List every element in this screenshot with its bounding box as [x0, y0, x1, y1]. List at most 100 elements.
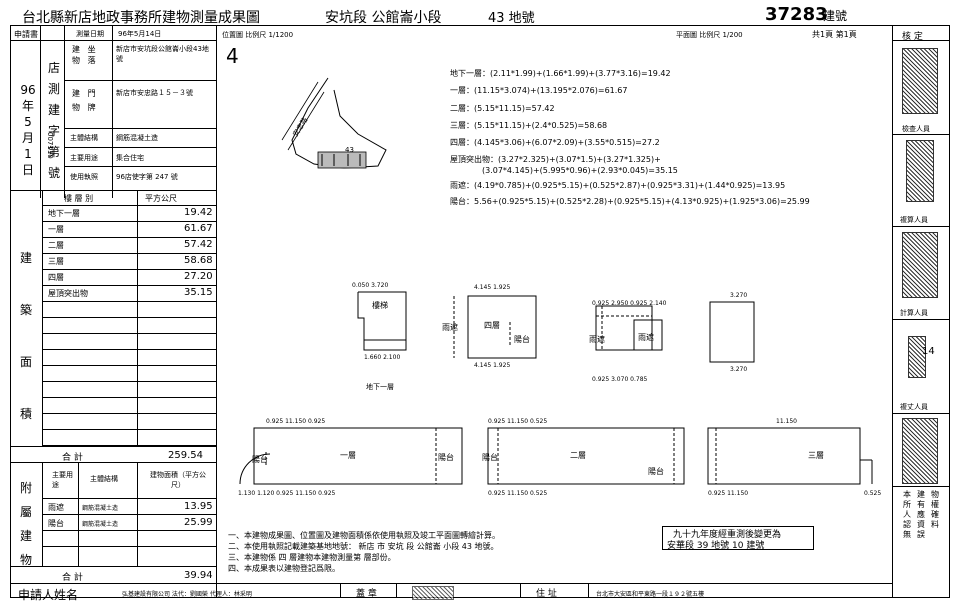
attached-total-label: 合 計: [62, 573, 83, 583]
stamp-number: 14: [922, 346, 935, 357]
loc-char: 物: [72, 56, 80, 65]
position-sketch: [281, 77, 387, 169]
office-char: 字: [48, 124, 61, 138]
floor-name: 地下一層: [48, 209, 80, 218]
page-indicator: 共1頁 第1頁: [812, 30, 857, 39]
date-char: 月: [21, 131, 34, 145]
dim-f3-right: 0.525: [864, 490, 882, 497]
legal-char: 物: [931, 490, 939, 499]
legal-char: 建: [917, 490, 925, 499]
dim-roof-bottom: 0.925 3.070 0.785: [592, 376, 648, 383]
amendment-box: 九十九年度經重測後變更為 安華段 39 地號 10 建號: [662, 526, 814, 551]
rule: [42, 498, 216, 499]
lot-number-label: 43: [345, 146, 354, 154]
door-labels: 建 門 物 牌: [72, 87, 96, 115]
company: 弘基建設有限公司 法代：劉國榮 代理人：林采明: [122, 591, 252, 598]
attached-area: 25.99: [184, 517, 213, 528]
area-side: 建 築 面 積: [20, 232, 34, 440]
rule: [42, 349, 216, 350]
attached-head-area: 建物面積（平方公尺）: [150, 471, 206, 489]
rule: [892, 486, 950, 487]
rule: [10, 190, 216, 191]
attached-side-char: 屬: [20, 505, 33, 519]
area-side-char: 建: [20, 251, 33, 265]
note-line: 一、本建物成果圖、位置圖及建物面積係依使用執照及竣工平面圖轉繪計算。: [228, 531, 500, 540]
rule: [892, 134, 950, 135]
attached-name: 陽台: [48, 519, 64, 528]
lot-number: 43 地號: [488, 11, 535, 26]
b1-label: 地下一層: [366, 383, 394, 391]
rechecker-label: 複算人員: [900, 216, 928, 224]
area-side-char: 面: [20, 355, 33, 369]
rain-label-roof: 雨遮: [589, 335, 605, 344]
floor-name: 二層: [48, 241, 64, 250]
balcony-label-f2a: 陽台: [482, 453, 498, 462]
attached-name: 雨遮: [48, 503, 64, 512]
legal-char: 認: [903, 520, 911, 529]
floor-area: 58.68: [184, 255, 213, 266]
date-char: 5: [24, 115, 32, 129]
amendment-line: 安華段 39 地號 10 建號: [667, 541, 765, 551]
attached-head-use: 主要用途: [52, 471, 73, 489]
permit-value: 96店使字第 247 號: [116, 173, 178, 181]
verifier-label: 檢查人員: [902, 125, 930, 133]
formula-line: 屋頂突出物：(3.27*2.325)+(3.07*1.5)+(3.27*1.32…: [450, 155, 661, 164]
rule: [42, 237, 216, 238]
formula-line: 三層：(5.15*11.15)+(2.4*0.525)=58.68: [450, 121, 608, 130]
rule: [42, 253, 216, 254]
rule: [10, 583, 216, 584]
structure-label: 主體結構: [70, 134, 98, 142]
f2-plan: [487, 427, 685, 485]
rule: [40, 25, 41, 198]
area-total-label: 合 計: [62, 453, 83, 463]
use-label: 主要用途: [70, 154, 98, 162]
formula-line: 雨遮：(4.19*0.785)+(0.925*5.15)+(0.525*2.87…: [450, 181, 786, 190]
formula-line: 陽台：5.56+(0.925*5.15)+(0.525*2.28)+(0.925…: [450, 197, 810, 206]
applicant-label: 申請書: [14, 30, 38, 39]
date-char: 日: [21, 163, 34, 177]
attached-side-char: 建: [20, 529, 33, 543]
roof-plan-2: [709, 301, 755, 363]
seal-stamp: [908, 336, 926, 378]
right-col-border: [892, 25, 893, 598]
seal-stamp: [902, 48, 938, 114]
f1-label: 一層: [340, 451, 356, 460]
floor-area: 27.20: [184, 271, 213, 282]
rule: [42, 413, 216, 414]
structure-value: 鋼筋混凝土造: [116, 134, 158, 142]
dim-f2-bottom: 0.925 11.150 0.525: [488, 490, 548, 497]
applicant-name-label: 申請人姓名: [18, 588, 79, 602]
building-number-label: 建號: [823, 9, 848, 23]
seal-stamp: [902, 232, 938, 298]
position-label: 位置圖 比例尺 1/1200: [222, 31, 294, 39]
office-col: 店 測 建 字 第 號: [48, 58, 60, 184]
area-total: 259.54: [168, 450, 203, 461]
dim-f3-top: 11.150: [776, 418, 797, 425]
legal-char: 誤: [917, 530, 925, 539]
drafter-label: 複丈人員: [900, 403, 928, 411]
door-char: 門: [87, 89, 96, 98]
office-char: 建: [48, 103, 61, 117]
rule: [64, 80, 216, 81]
rule: [42, 301, 216, 302]
area-side-char: 積: [20, 407, 33, 421]
location-labels: 建 坐 物 落: [72, 44, 96, 66]
rule: [216, 583, 892, 584]
rule: [10, 446, 216, 447]
rule: [42, 445, 216, 446]
address: 台北市大安區和平東路一段１９２號五樓: [596, 591, 705, 598]
f4-label: 四層: [484, 321, 500, 330]
balcony-label-f2b: 陽台: [648, 467, 664, 476]
office-char: 測: [48, 82, 61, 96]
rule: [892, 413, 950, 414]
address-label: 住 址: [536, 589, 557, 599]
legal-char: 所: [903, 500, 911, 509]
survey-date-label: 測量日期: [76, 30, 104, 38]
doc-number: 007110: [46, 132, 54, 159]
use-value: 集合住宅: [116, 154, 144, 162]
area-head-unit: 平方公尺: [145, 194, 177, 203]
rule: [892, 226, 950, 227]
dim-b1-top: 0.050 3.720: [352, 282, 389, 289]
rule: [64, 166, 216, 167]
area-side-char: 築: [20, 303, 33, 317]
